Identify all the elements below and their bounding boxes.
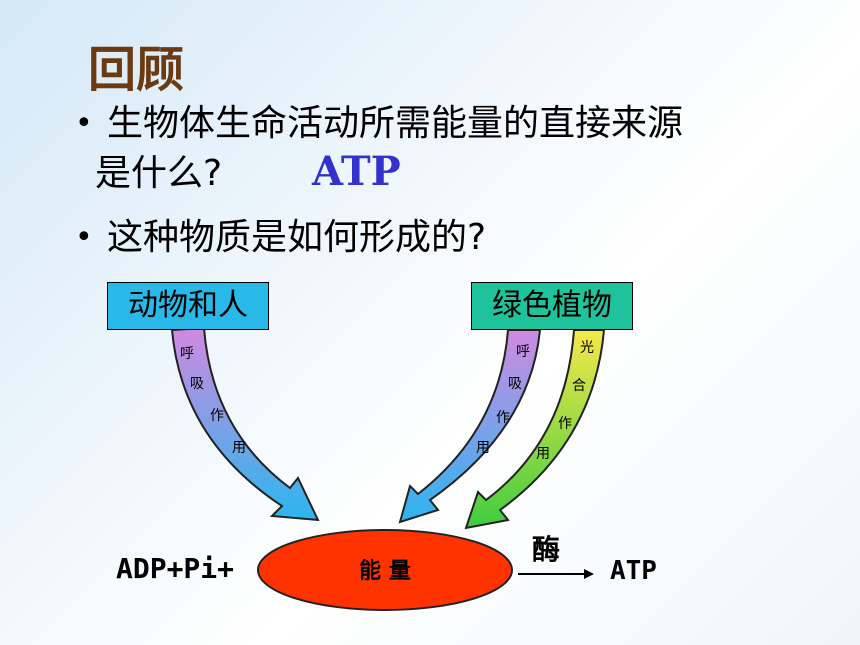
source-plants-box: 绿色植物 xyxy=(471,282,633,330)
question-1-line2: 是什么? xyxy=(95,153,223,194)
arrow-photosynthesis xyxy=(464,329,606,530)
reaction-arrow xyxy=(518,569,594,579)
bullet-dot: • xyxy=(75,220,93,255)
arrow-left-char-1: 呼 xyxy=(180,346,194,362)
energy-ellipse: 能 量 xyxy=(257,529,513,611)
question-2: • 这种物质是如何形成的? xyxy=(75,212,487,264)
slide-title: 回顾 xyxy=(88,42,185,98)
enzyme-label: 酶 xyxy=(532,533,561,566)
arrow-mid-char-4: 用 xyxy=(476,440,490,456)
arrow-left-char-3: 作 xyxy=(210,408,224,424)
arrow-right-char-3: 作 xyxy=(558,416,572,432)
arrow-respiration-left xyxy=(170,326,320,522)
arrow-right-char-4: 用 xyxy=(536,446,550,462)
arrow-left-char-2: 吸 xyxy=(190,376,204,392)
arrow-mid-char-2: 吸 xyxy=(508,376,522,392)
question-1-continued: 是什么? xyxy=(95,148,222,200)
arrow-respiration-right xyxy=(398,329,542,524)
reactants-label: ADP+Pi+ xyxy=(116,552,235,585)
energy-label: 能 量 xyxy=(359,558,411,584)
question-1: • 生物体生命活动所需能量的直接来源 xyxy=(75,98,684,150)
source-animals-box: 动物和人 xyxy=(107,282,269,330)
product-label: ATP xyxy=(610,556,657,586)
answer-atp: ATP xyxy=(312,148,401,195)
arrow-left-char-4: 用 xyxy=(232,440,246,456)
arrow-mid-char-3: 作 xyxy=(496,410,510,426)
arrow-right-char-2: 合 xyxy=(572,378,586,394)
arrow-right-char-1: 光 xyxy=(580,340,594,356)
question-1-line1: 生物体生命活动所需能量的直接来源 xyxy=(107,103,684,144)
bullet-dot: • xyxy=(75,106,93,141)
arrow-mid-char-1: 呼 xyxy=(516,344,530,360)
question-2-line1: 这种物质是如何形成的? xyxy=(107,217,487,258)
